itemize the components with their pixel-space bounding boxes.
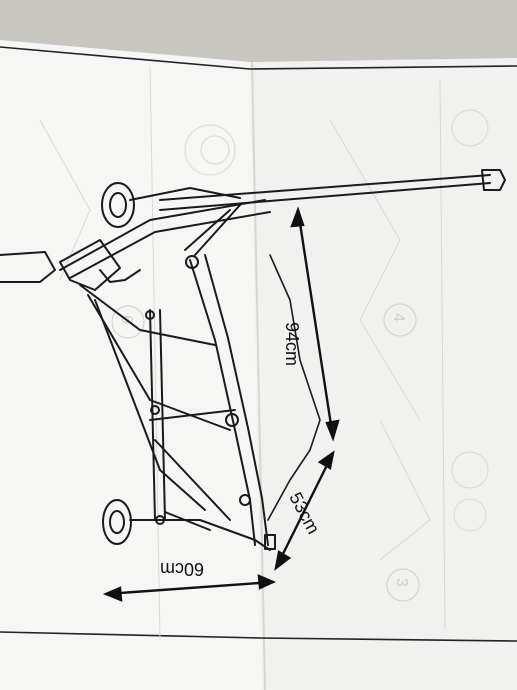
step-3-number: 3 <box>393 578 410 587</box>
width-arrow <box>105 580 274 596</box>
height-arrow <box>296 209 335 439</box>
bottom-wheel <box>102 499 132 545</box>
dimension-arrows <box>102 206 340 602</box>
stroller-frame <box>0 169 506 551</box>
height-dimension-label: 94cm <box>282 322 302 367</box>
step-4-number: 4 <box>390 313 407 322</box>
width-dimension-label: 60cm <box>160 559 205 579</box>
paper-right-sheet <box>250 58 517 690</box>
page-border-bottom <box>0 631 517 642</box>
top-wheel <box>101 182 135 228</box>
handle-grip <box>481 169 506 191</box>
paper-left-sheet <box>0 40 265 690</box>
page-border-top <box>0 46 517 70</box>
depth-arrow <box>274 452 335 569</box>
step-6-circle <box>111 305 145 339</box>
faint-panels <box>39 64 489 641</box>
step-4-circle <box>383 303 417 337</box>
step-3-circle <box>386 568 420 602</box>
